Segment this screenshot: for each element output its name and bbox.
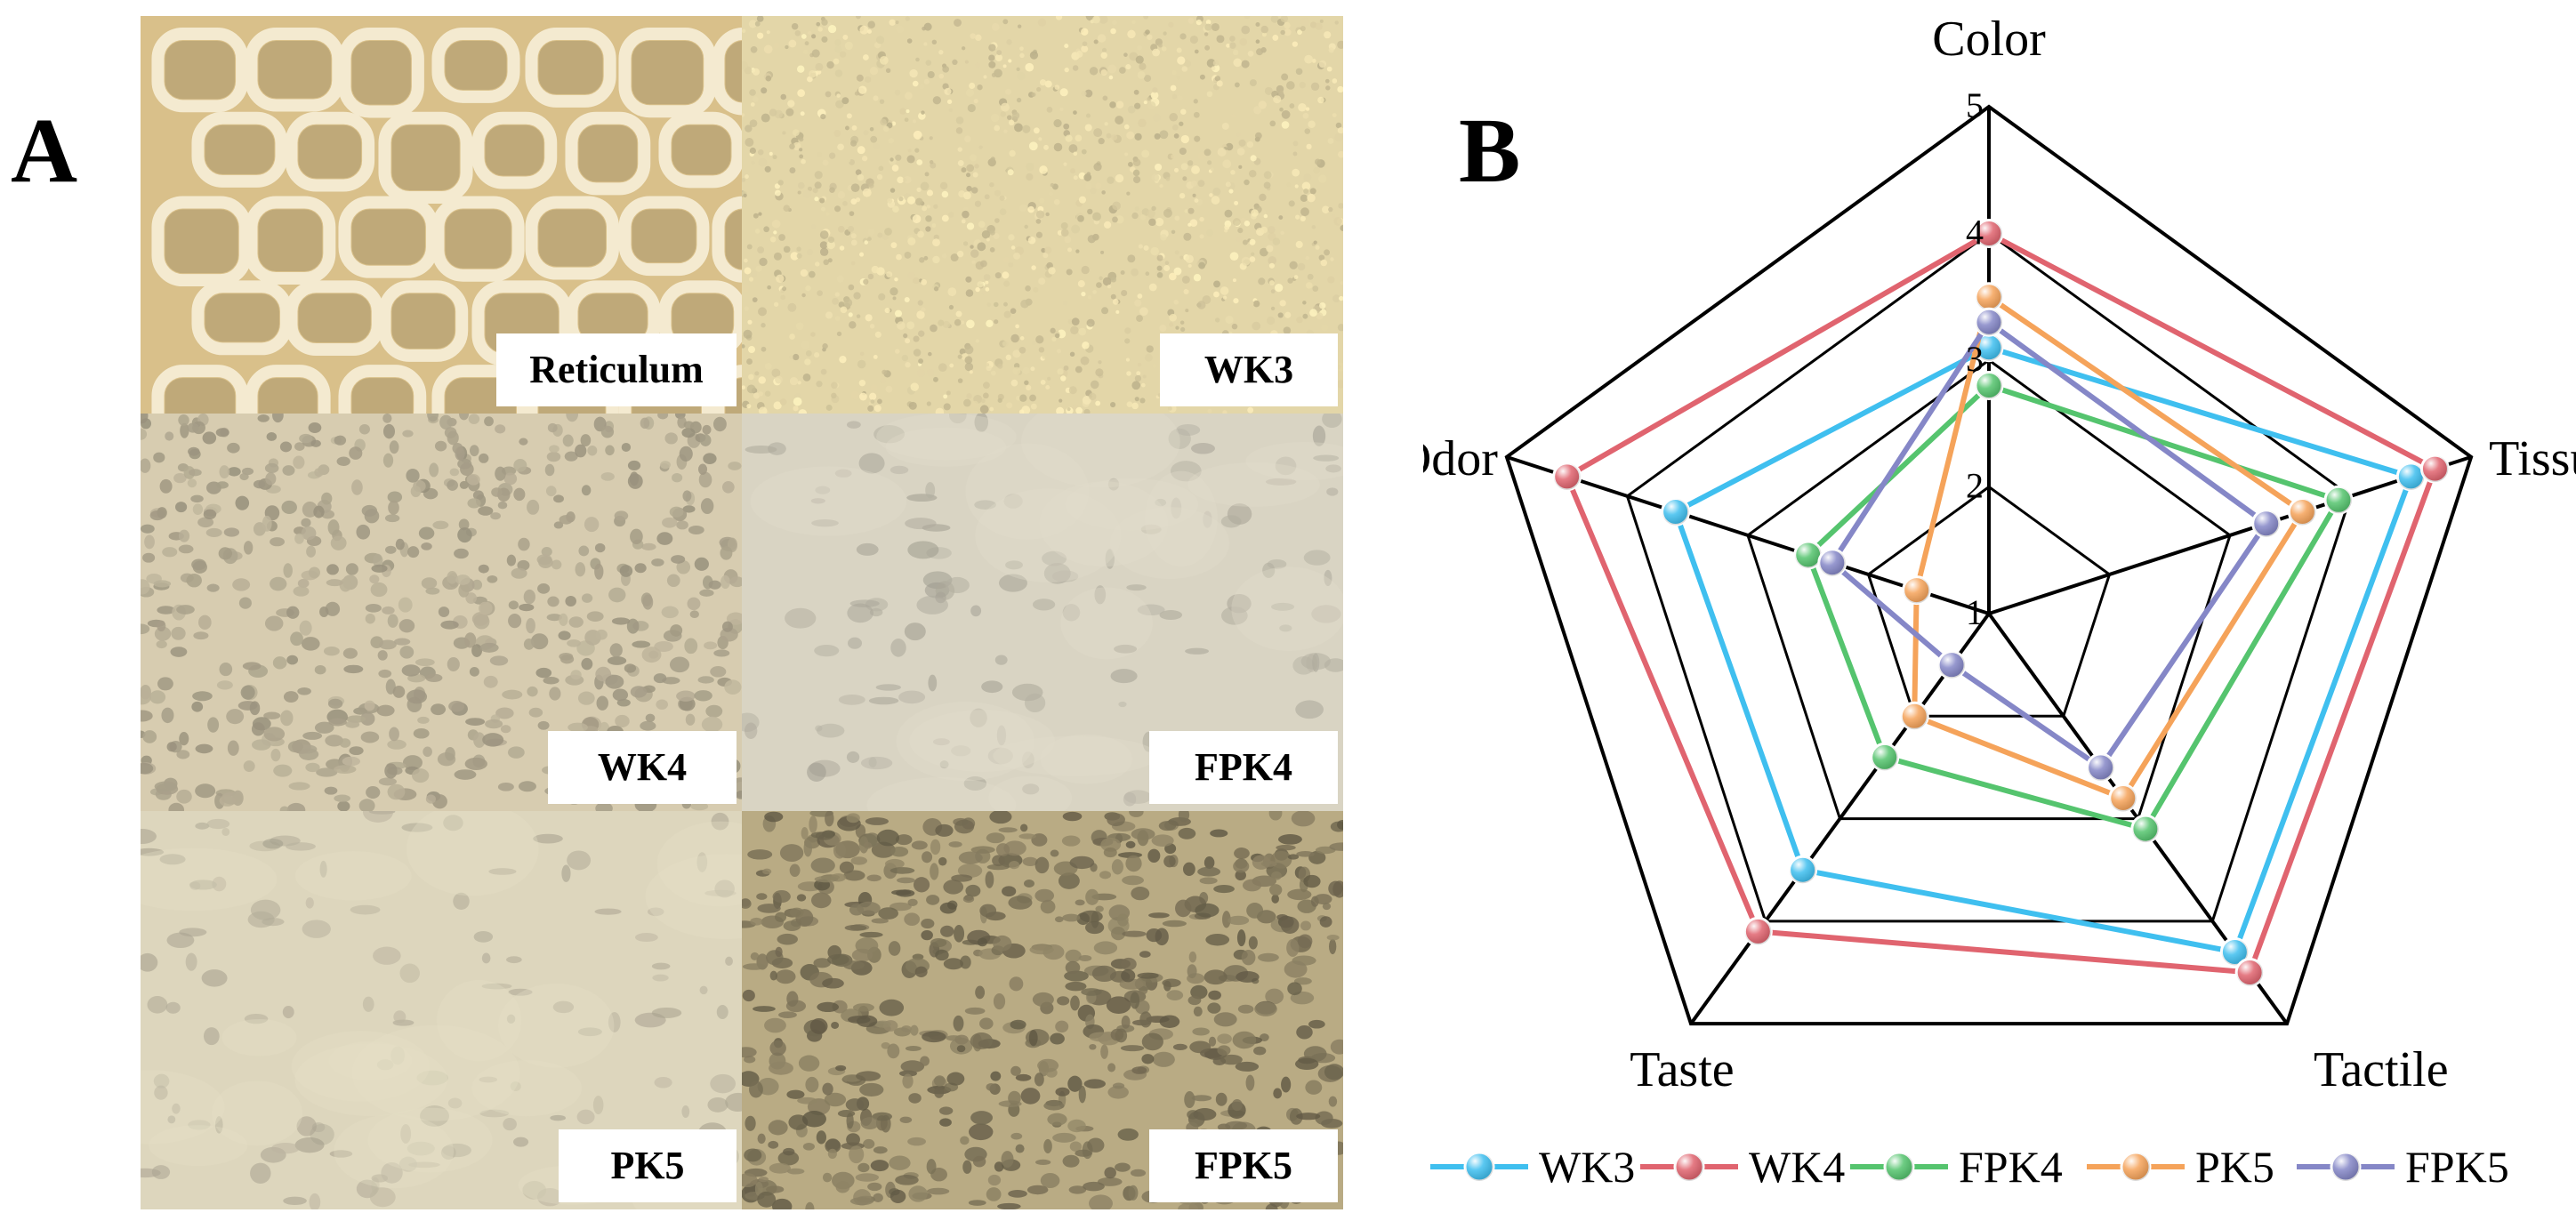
radar-series (1552, 219, 2450, 987)
axis-label-tactile: Tactile (2314, 1042, 2449, 1097)
data-point-highlight (2131, 815, 2159, 843)
grid-ring (1504, 104, 2474, 1026)
legend-marker-highlight (1675, 1153, 1703, 1181)
series-fpk4 (1793, 371, 2354, 844)
data-point-highlight (1871, 743, 1898, 771)
series-line (1828, 317, 2270, 772)
legend-marker-highlight (2331, 1153, 2360, 1181)
photo-label: WK4 (548, 731, 737, 804)
data-point-highlight (1662, 498, 1689, 526)
axis-label-taste: Taste (1630, 1042, 1734, 1097)
photo-wk4: WK4 (141, 414, 742, 811)
data-point-highlight (1744, 918, 1772, 945)
series-wk4 (1552, 219, 2450, 987)
photo-pk5: PK5 (141, 811, 742, 1209)
legend-label: FPK4 (1959, 1142, 2063, 1192)
series-line (1805, 382, 2343, 832)
data-point-highlight (1818, 549, 1846, 576)
data-point-highlight (1794, 541, 1822, 568)
photo-texture (141, 414, 742, 811)
photo-label: FPK5 (1149, 1129, 1338, 1202)
data-point-highlight (1789, 856, 1816, 884)
data-point-highlight (2397, 462, 2425, 490)
series-line (1671, 344, 2415, 955)
grid-ring (1866, 485, 2112, 718)
data-point-highlight (2289, 498, 2316, 526)
texture-photo-grid: Reticulum WK3 WK4 FPK4 PK5 FPK5 (141, 16, 1343, 1209)
series-pk5 (1899, 282, 2317, 814)
legend-item-wk3: WK3 (1430, 1142, 1635, 1192)
tick-label: 4 (1966, 213, 1984, 253)
tick-label: 2 (1966, 466, 1984, 506)
data-point-highlight (2252, 510, 2280, 537)
axis-spoke (1689, 612, 1991, 1025)
photo-wk3: WK3 (742, 16, 1343, 414)
data-point-highlight (2325, 486, 2353, 514)
data-point-highlight (1938, 651, 1966, 679)
legend-item-pk5: PK5 (2087, 1142, 2274, 1192)
radar-tick-labels: 1 2 3 4 5 (1966, 85, 1984, 632)
legend-item-wk4: WK4 (1640, 1142, 1845, 1192)
data-point-highlight (2236, 959, 2264, 986)
series-line (1563, 230, 2439, 976)
grid-ring (1625, 231, 2353, 923)
data-point-highlight (2221, 938, 2249, 966)
legend-marker-highlight (1465, 1153, 1493, 1181)
series-line (1912, 292, 2306, 802)
data-point-highlight (1976, 309, 2002, 336)
data-point-highlight (1976, 220, 2002, 247)
photo-label: PK5 (559, 1129, 737, 1202)
axis-label-odor: Odor (1423, 431, 1498, 486)
photo-texture (141, 16, 742, 414)
data-point-highlight (1901, 703, 1928, 730)
axis-label-color: Color (1932, 12, 2046, 67)
data-point-highlight (2109, 784, 2137, 812)
legend-label: PK5 (2195, 1142, 2274, 1192)
data-point-highlight (2087, 753, 2114, 781)
axis-label-tissue: Tissue (2489, 431, 2576, 486)
chart-legend: WK3 WK4 FPK4 PK5 FPK5 (1430, 1142, 2509, 1192)
photo-texture (141, 811, 742, 1209)
legend-label: WK4 (1749, 1142, 1845, 1192)
photo-fpk4: FPK4 (742, 414, 1343, 811)
radar-grid (1504, 104, 2474, 1026)
tick-label: 5 (1966, 85, 1984, 125)
data-point-highlight (1976, 333, 2002, 361)
tick-label: 1 (1966, 592, 1984, 632)
legend-label: WK3 (1539, 1142, 1635, 1192)
data-point-highlight (1976, 283, 2002, 310)
tick-label: 3 (1966, 339, 1984, 379)
data-point-highlight (1976, 372, 2002, 399)
axis-spoke (1988, 454, 2472, 615)
data-point-highlight (1553, 462, 1581, 490)
photo-label: FPK4 (1149, 731, 1338, 804)
photo-label: WK3 (1160, 333, 1338, 406)
photo-label: Reticulum (496, 333, 737, 406)
legend-item-fpk4: FPK4 (1850, 1142, 2063, 1192)
panel-b-letter: B (1459, 100, 1521, 202)
radar-axis-labels: ColorTissueTactile Taste Odor (1423, 12, 2576, 1097)
photo-reticulum: Reticulum (141, 16, 742, 414)
legend-item-fpk5: FPK5 (2297, 1142, 2509, 1192)
series-wk3 (1661, 333, 2426, 967)
data-point-highlight (2421, 455, 2449, 483)
legend-marker-highlight (1885, 1153, 1913, 1181)
legend-marker-highlight (2121, 1153, 2150, 1181)
series-fpk5 (1817, 307, 2282, 783)
legend-label: FPK5 (2405, 1142, 2509, 1192)
photo-fpk5: FPK5 (742, 811, 1343, 1209)
radar-chart: 1 2 3 4 5 ColorTissueTactile Taste Odor WK3 WK4… (1423, 12, 2576, 1192)
grid-ring (1746, 358, 2232, 821)
panel-a-letter: A (11, 100, 78, 202)
data-point-highlight (1903, 576, 1930, 604)
